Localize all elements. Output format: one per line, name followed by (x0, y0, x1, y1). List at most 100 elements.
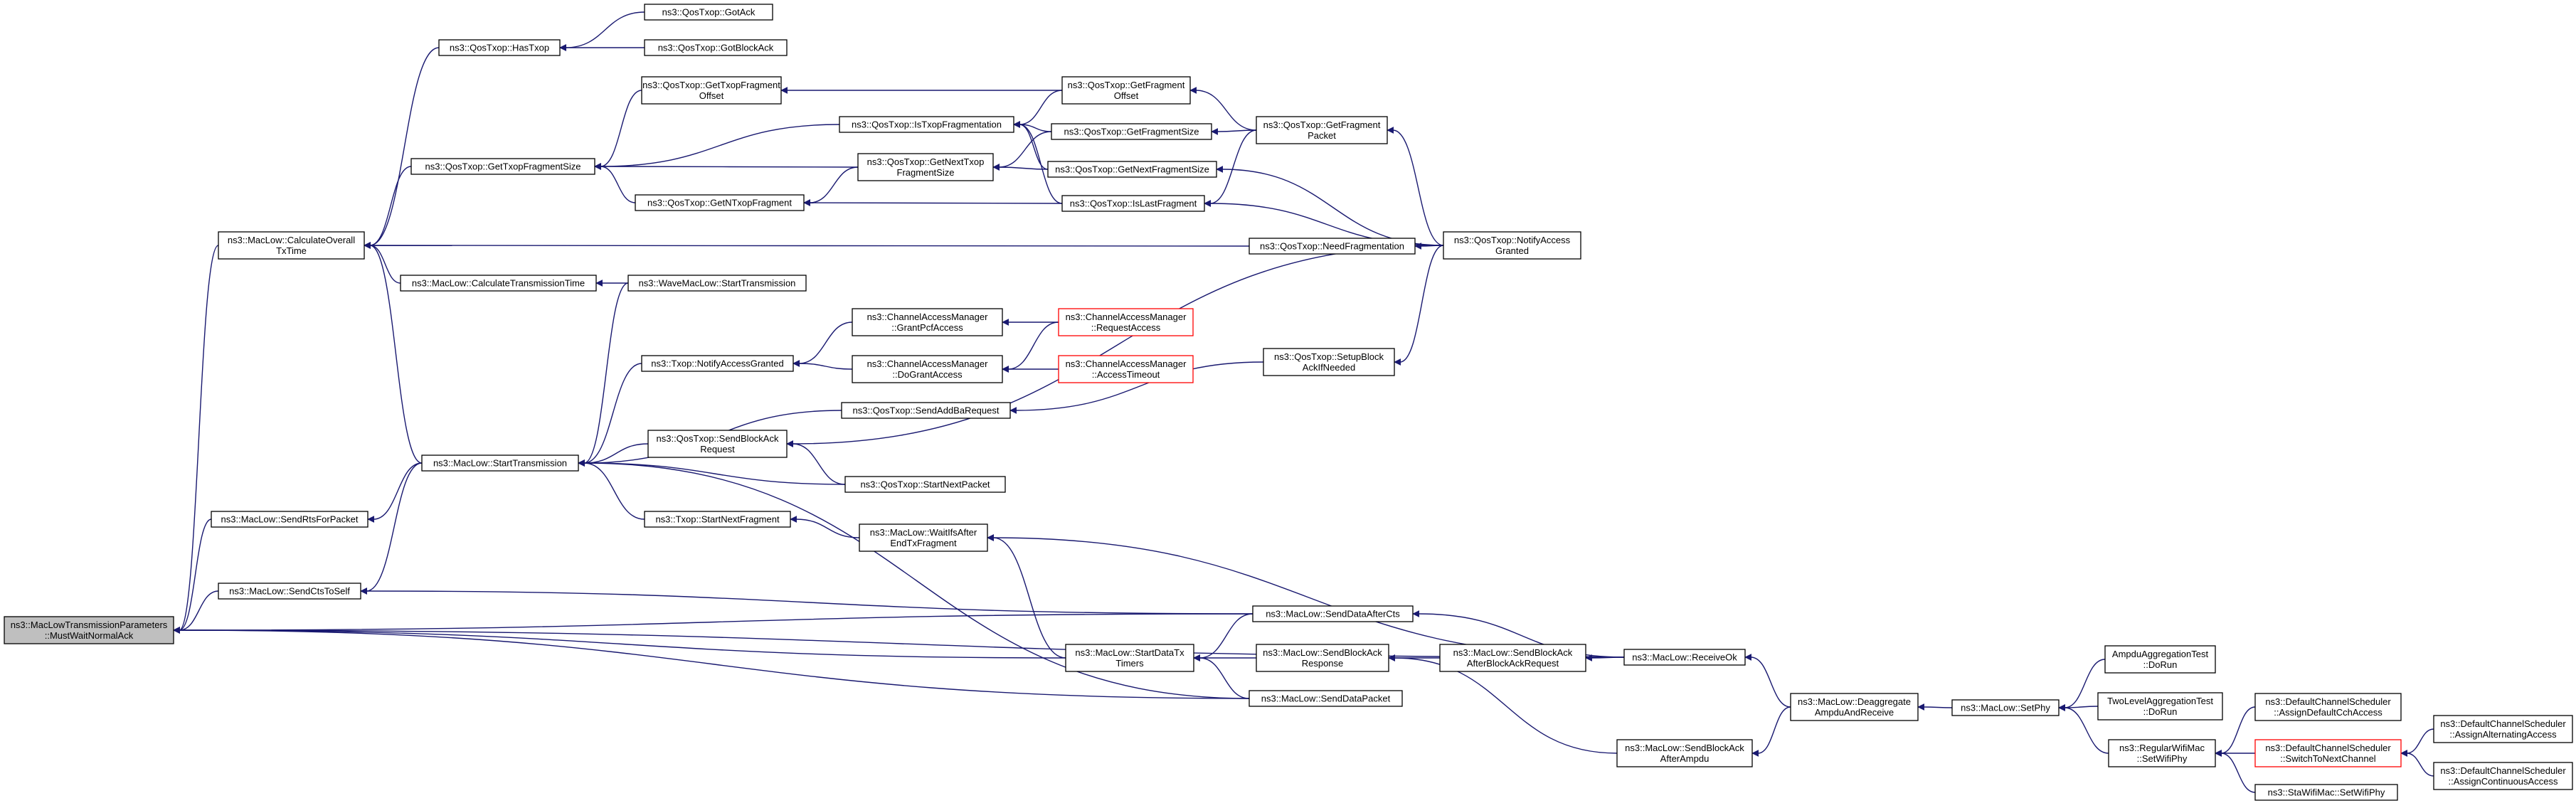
graph-node-getTxopFragSize[interactable]: ns3::QosTxop::GetTxopFragmentSize (410, 158, 595, 175)
graph-node-sendAddBa[interactable]: ns3::QosTxop::SendAddBaRequest (841, 402, 1011, 419)
call-edge-startNextPacket-to-sendBlockAckReq (786, 440, 846, 485)
graph-node-gotBlockAck[interactable]: ns3::QosTxop::GotBlockAck (644, 39, 788, 56)
graph-node-sendDataPacket[interactable]: ns3::MacLow::SendDataPacket (1249, 690, 1403, 707)
graph-node-isLastFrag[interactable]: ns3::QosTxop::IsLastFragment (1061, 195, 1205, 212)
node-label-line: ns3::MacLow::SetPhy (1961, 703, 2050, 713)
graph-node-startNextFrag[interactable]: ns3::Txop::StartNextFragment (644, 511, 791, 528)
graph-node-doGrant[interactable]: ns3::ChannelAccessManager::DoGrantAccess (852, 355, 1003, 383)
call-edge-getNextFragSize-to-getNextTxopFragSize (992, 164, 1049, 171)
node-label-line: Granted (1495, 245, 1529, 256)
call-edge-hasTxop-to-calcOverall (364, 47, 440, 249)
call-edge-setupBlockAck-to-sendAddBa (1009, 361, 1264, 414)
graph-node-notifyAccessGranted[interactable]: ns3::QosTxop::NotifyAccessGranted (1443, 231, 1581, 260)
graph-node-accessTimeout[interactable]: ns3::ChannelAccessManager::AccessTimeout (1058, 355, 1194, 383)
graph-node-txopNotify[interactable]: ns3::Txop::NotifyAccessGranted (641, 355, 794, 372)
call-edge-deaggregate-to-sendBlockAckAfterAmpdu (1751, 706, 1791, 757)
node-box (4, 616, 174, 644)
node-label-line: TxTime (276, 245, 307, 256)
node-label-line: TwoLevelAggregationTest (2107, 696, 2213, 706)
node-box (410, 158, 595, 175)
node-label-line: ns3::RegularWifiMac (2119, 743, 2205, 753)
node-label-line: ::AccessTimeout (1092, 369, 1160, 380)
node-label-line: ns3::DefaultChannelScheduler (2265, 743, 2391, 753)
call-edge-startTransmission-to-calcOverall (364, 242, 423, 464)
graph-node-calcTransTime[interactable]: ns3::MacLow::CalculateTransmissionTime (400, 275, 597, 292)
node-label-line: ns3::DefaultChannelScheduler (2440, 765, 2566, 776)
call-edge-sendDataAfterCts-to-root (173, 613, 1253, 634)
graph-node-getNTxopFrag[interactable]: ns3::QosTxop::GetNTxopFragment (635, 194, 805, 211)
graph-node-setPhy[interactable]: ns3::MacLow::SetPhy (1951, 699, 2060, 716)
node-label-line: ns3::QosTxop::GetNextFragmentSize (1055, 164, 1209, 175)
graph-node-assignContinuous[interactable]: ns3::DefaultChannelScheduler::AssignCont… (2433, 762, 2573, 790)
call-edge-requestAccess-to-doGrant (1002, 321, 1059, 373)
graph-node-regularSetPhy[interactable]: ns3::RegularWifiMac::SetWifiPhy (2108, 739, 2216, 767)
node-label-line: ns3::QosTxop::StartNextPacket (860, 479, 990, 490)
call-edge-getFragPacket-to-isLastFrag (1204, 129, 1257, 207)
node-box (1249, 690, 1403, 707)
call-edge-getNTxopFrag-to-getTxopFragSize (594, 163, 636, 203)
node-box (644, 4, 773, 21)
graph-node-sendRts[interactable]: ns3::MacLow::SendRtsForPacket (211, 511, 369, 528)
node-label-line: ns3::DefaultChannelScheduler (2265, 696, 2391, 707)
node-label-line: ns3::MacLow::SendDataAfterCts (1266, 609, 1400, 620)
node-label-line: FragmentSize (897, 167, 955, 178)
graph-node-root[interactable]: ns3::MacLowTransmissionParameters::MustW… (4, 616, 174, 644)
graph-node-staSetPhy[interactable]: ns3::StaWifiMac::SetWifiPhy (2254, 784, 2398, 801)
node-label-line: ns3::ChannelAccessManager (867, 312, 988, 322)
node-box (647, 430, 788, 458)
node-box (644, 511, 791, 528)
graph-node-sendDataAfterCts[interactable]: ns3::MacLow::SendDataAfterCts (1252, 605, 1414, 622)
graph-node-isTxopFrag[interactable]: ns3::QosTxop::IsTxopFragmentation (839, 116, 1014, 133)
graph-node-receiveOk[interactable]: ns3::MacLow::ReceiveOk (1623, 649, 1746, 666)
node-label-line: ns3::MacLow::SendBlockAck (1625, 743, 1744, 753)
graph-node-assignAlternating[interactable]: ns3::DefaultChannelScheduler::AssignAlte… (2433, 715, 2573, 743)
graph-node-sendCtsToSelf[interactable]: ns3::MacLow::SendCtsToSelf (218, 583, 361, 600)
node-box (859, 523, 988, 552)
node-label-line: AfterBlockAckRequest (1467, 658, 1559, 669)
call-edge-waitIfs-to-startNextFrag (790, 516, 860, 538)
graph-node-ampduTest[interactable]: AmpduAggregationTest::DoRun (2104, 645, 2216, 674)
call-edge-staSetPhy-to-regularSetPhy (2215, 750, 2256, 793)
call-edge-startTransmission-to-sendCtsToSelf (360, 462, 423, 595)
graph-node-gotAck[interactable]: ns3::QosTxop::GotAck (644, 4, 773, 21)
graph-node-needFrag[interactable]: ns3::QosTxop::NeedFragmentation (1249, 238, 1416, 255)
node-label-line: AmpduAggregationTest (2112, 649, 2209, 659)
graph-node-waveStart[interactable]: ns3::WaveMacLow::StartTransmission (627, 275, 807, 292)
node-box (1256, 644, 1389, 672)
call-edge-getTxopFragOffset-to-getTxopFragSize (594, 90, 642, 170)
node-box (1051, 123, 1212, 140)
node-label-line: Response (1302, 658, 1344, 669)
graph-node-getNextFragSize[interactable]: ns3::QosTxop::GetNextFragmentSize (1047, 161, 1217, 178)
node-box (2254, 739, 2402, 767)
node-box (841, 402, 1011, 419)
graph-node-switchChannel[interactable]: ns3::DefaultChannelScheduler::SwitchToNe… (2254, 739, 2402, 767)
graph-node-requestAccess[interactable]: ns3::ChannelAccessManager::RequestAccess (1058, 308, 1194, 336)
node-label-line: ns3::MacLow::SendRtsForPacket (221, 514, 359, 525)
node-box (1790, 693, 1919, 721)
call-edge-regularSetPhy-to-setPhy (2058, 704, 2109, 754)
call-edge-startDataTx-to-root (173, 627, 1066, 659)
graph-node-startNextPacket[interactable]: ns3::QosTxop::StartNextPacket (844, 476, 1006, 493)
node-label-line: ::DoGrantAccess (892, 369, 963, 380)
graph-node-twoLevelTest[interactable]: TwoLevelAggregationTest::DoRun (2097, 692, 2223, 721)
graph-node-assignDefaultCch[interactable]: ns3::DefaultChannelScheduler::AssignDefa… (2254, 693, 2402, 721)
graph-node-sendBlockAckAfterReq[interactable]: ns3::MacLow::SendBlockAckAfterBlockAckRe… (1439, 644, 1586, 672)
node-box (635, 194, 805, 211)
node-label-line: ns3::QosTxop::GetTxopFragment (642, 80, 780, 90)
graph-node-startTransmission[interactable]: ns3::MacLow::StartTransmission (421, 455, 579, 472)
graph-node-grantPcf[interactable]: ns3::ChannelAccessManager::GrantPcfAcces… (852, 308, 1003, 336)
graph-node-hasTxop[interactable]: ns3::QosTxop::HasTxop (438, 39, 561, 56)
graph-node-getFragSize[interactable]: ns3::QosTxop::GetFragmentSize (1051, 123, 1212, 140)
